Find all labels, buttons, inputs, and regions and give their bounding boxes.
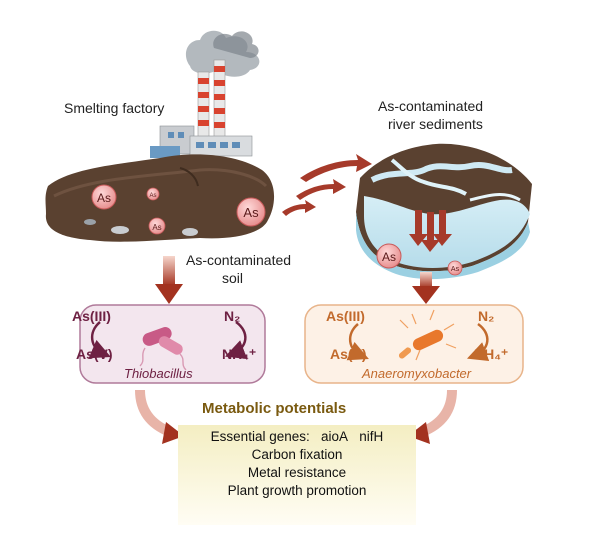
anaeromyxobacter-bacterium-icon <box>398 309 457 361</box>
svg-text:As: As <box>382 250 396 264</box>
right-as3-label: As(III) <box>326 308 365 324</box>
left-as3-label: As(III) <box>72 308 111 324</box>
genes-label: Essential genes: <box>210 429 310 444</box>
nitrogen-fixation-arrow <box>224 320 248 359</box>
gene-aioa: aioA <box>321 429 349 444</box>
transport-arrows <box>282 154 372 216</box>
arsenic-marker-sediment-small: As <box>447 260 463 276</box>
river-sediment-block-graphic <box>356 143 532 280</box>
metabolic-potentials-box <box>178 425 416 525</box>
thiobacillus-bacterium-icon <box>139 327 187 371</box>
arsenic-marker-xlarge: As <box>236 197 266 227</box>
metabolic-potentials-title: Metabolic potentials <box>202 400 347 417</box>
anaeromyxobacter-box <box>304 304 524 384</box>
svg-text:As: As <box>243 205 259 220</box>
svg-text:As: As <box>97 191 111 205</box>
sediments-label-line2: river sediments <box>388 116 483 132</box>
arsenic-marker-large: As <box>91 184 117 210</box>
anaeromyxobacter-label: Anaeromyxobacter <box>362 366 472 381</box>
arsenic-reduction-arrow <box>346 323 369 361</box>
right-n2-label: N₂ <box>478 308 495 324</box>
soil-label-line2: soil <box>222 270 244 286</box>
right-as5-label: As(V) <box>330 346 367 362</box>
contaminated-soil-graphic <box>45 154 275 242</box>
sediment-down-arrow <box>412 272 440 304</box>
nitrogen-fixation-arrow-right <box>466 322 490 361</box>
right-curved-arrow <box>408 389 457 444</box>
sediments-label-line1: As-contaminated <box>378 98 484 114</box>
thiobacillus-label: Thiobacillus <box>124 366 193 381</box>
gene-nifh: nifH <box>359 429 384 444</box>
arsenic-oxidation-arrow <box>88 321 111 359</box>
svg-text:As: As <box>451 266 460 273</box>
thiobacillus-box <box>79 304 266 384</box>
arsenic-marker-small: As <box>146 187 160 201</box>
svg-text:As: As <box>152 223 161 232</box>
smelting-factory-icon <box>150 30 260 158</box>
left-as5-label: As(V) <box>76 346 113 362</box>
summary-list: Essential genes: aioA nifH Carbon fixati… <box>178 428 416 500</box>
left-curved-arrow <box>135 389 184 444</box>
essential-genes-line: Essential genes: aioA nifH <box>178 428 416 446</box>
arsenic-marker-sediment-large: As <box>376 243 402 269</box>
carbon-fixation-line: Carbon fixation <box>251 447 343 462</box>
svg-text:As: As <box>149 193 156 199</box>
plant-growth-line: Plant growth promotion <box>227 483 367 498</box>
left-nh4-label: NH₄⁺ <box>222 346 257 362</box>
left-n2-label: N₂ <box>224 308 241 324</box>
smelting-factory-label: Smelting factory <box>64 100 165 116</box>
soil-label-line1: As-contaminated <box>186 252 292 268</box>
arsenic-marker-medium: As <box>148 217 166 235</box>
right-nh4-label: NH₄⁺ <box>474 346 509 362</box>
soil-down-arrow <box>155 256 183 304</box>
metal-resistance-line: Metal resistance <box>247 465 347 480</box>
